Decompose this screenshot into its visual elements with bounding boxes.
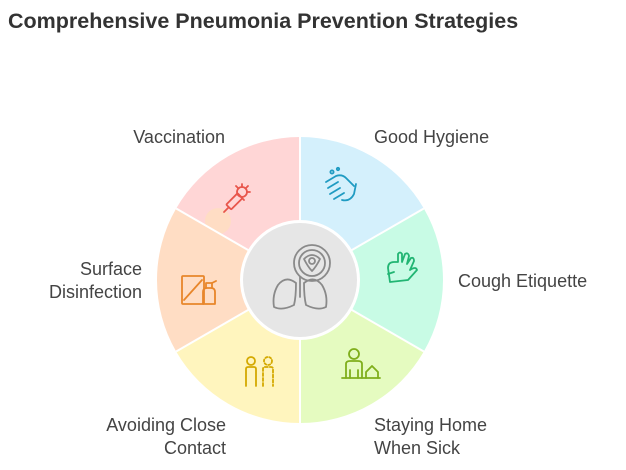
label-vaccination: Vaccination	[133, 127, 225, 147]
glove-hand-icon	[387, 251, 418, 283]
segment-shape	[350, 208, 443, 352]
segment-shape	[300, 137, 424, 251]
puzzle-knob	[204, 208, 231, 235]
segment-divider	[349, 207, 425, 252]
page-title: Comprehensive Pneumonia Prevention Strat…	[8, 9, 519, 33]
segment-divider	[175, 308, 251, 353]
label-cough-etiquette: Cough Etiquette	[458, 271, 588, 291]
person-home-icon	[341, 348, 381, 379]
label-staying-home: Staying Home When Sick	[374, 415, 488, 458]
lungs-shield-icon	[272, 244, 331, 310]
label-avoiding-close-contact: Avoiding Close Contact	[106, 415, 226, 458]
segment-divider	[349, 308, 425, 353]
distancing-people-icon	[245, 356, 274, 387]
syringe-virus-icon	[223, 183, 251, 213]
label-good-hygiene: Good Hygiene	[374, 127, 490, 147]
label-surface-disinfection: Surface Disinfection	[48, 259, 142, 302]
spray-bottle-icon	[181, 275, 217, 305]
hand-washing-icon	[325, 166, 357, 202]
segment-divider	[175, 207, 251, 252]
segment-shape	[176, 309, 300, 423]
